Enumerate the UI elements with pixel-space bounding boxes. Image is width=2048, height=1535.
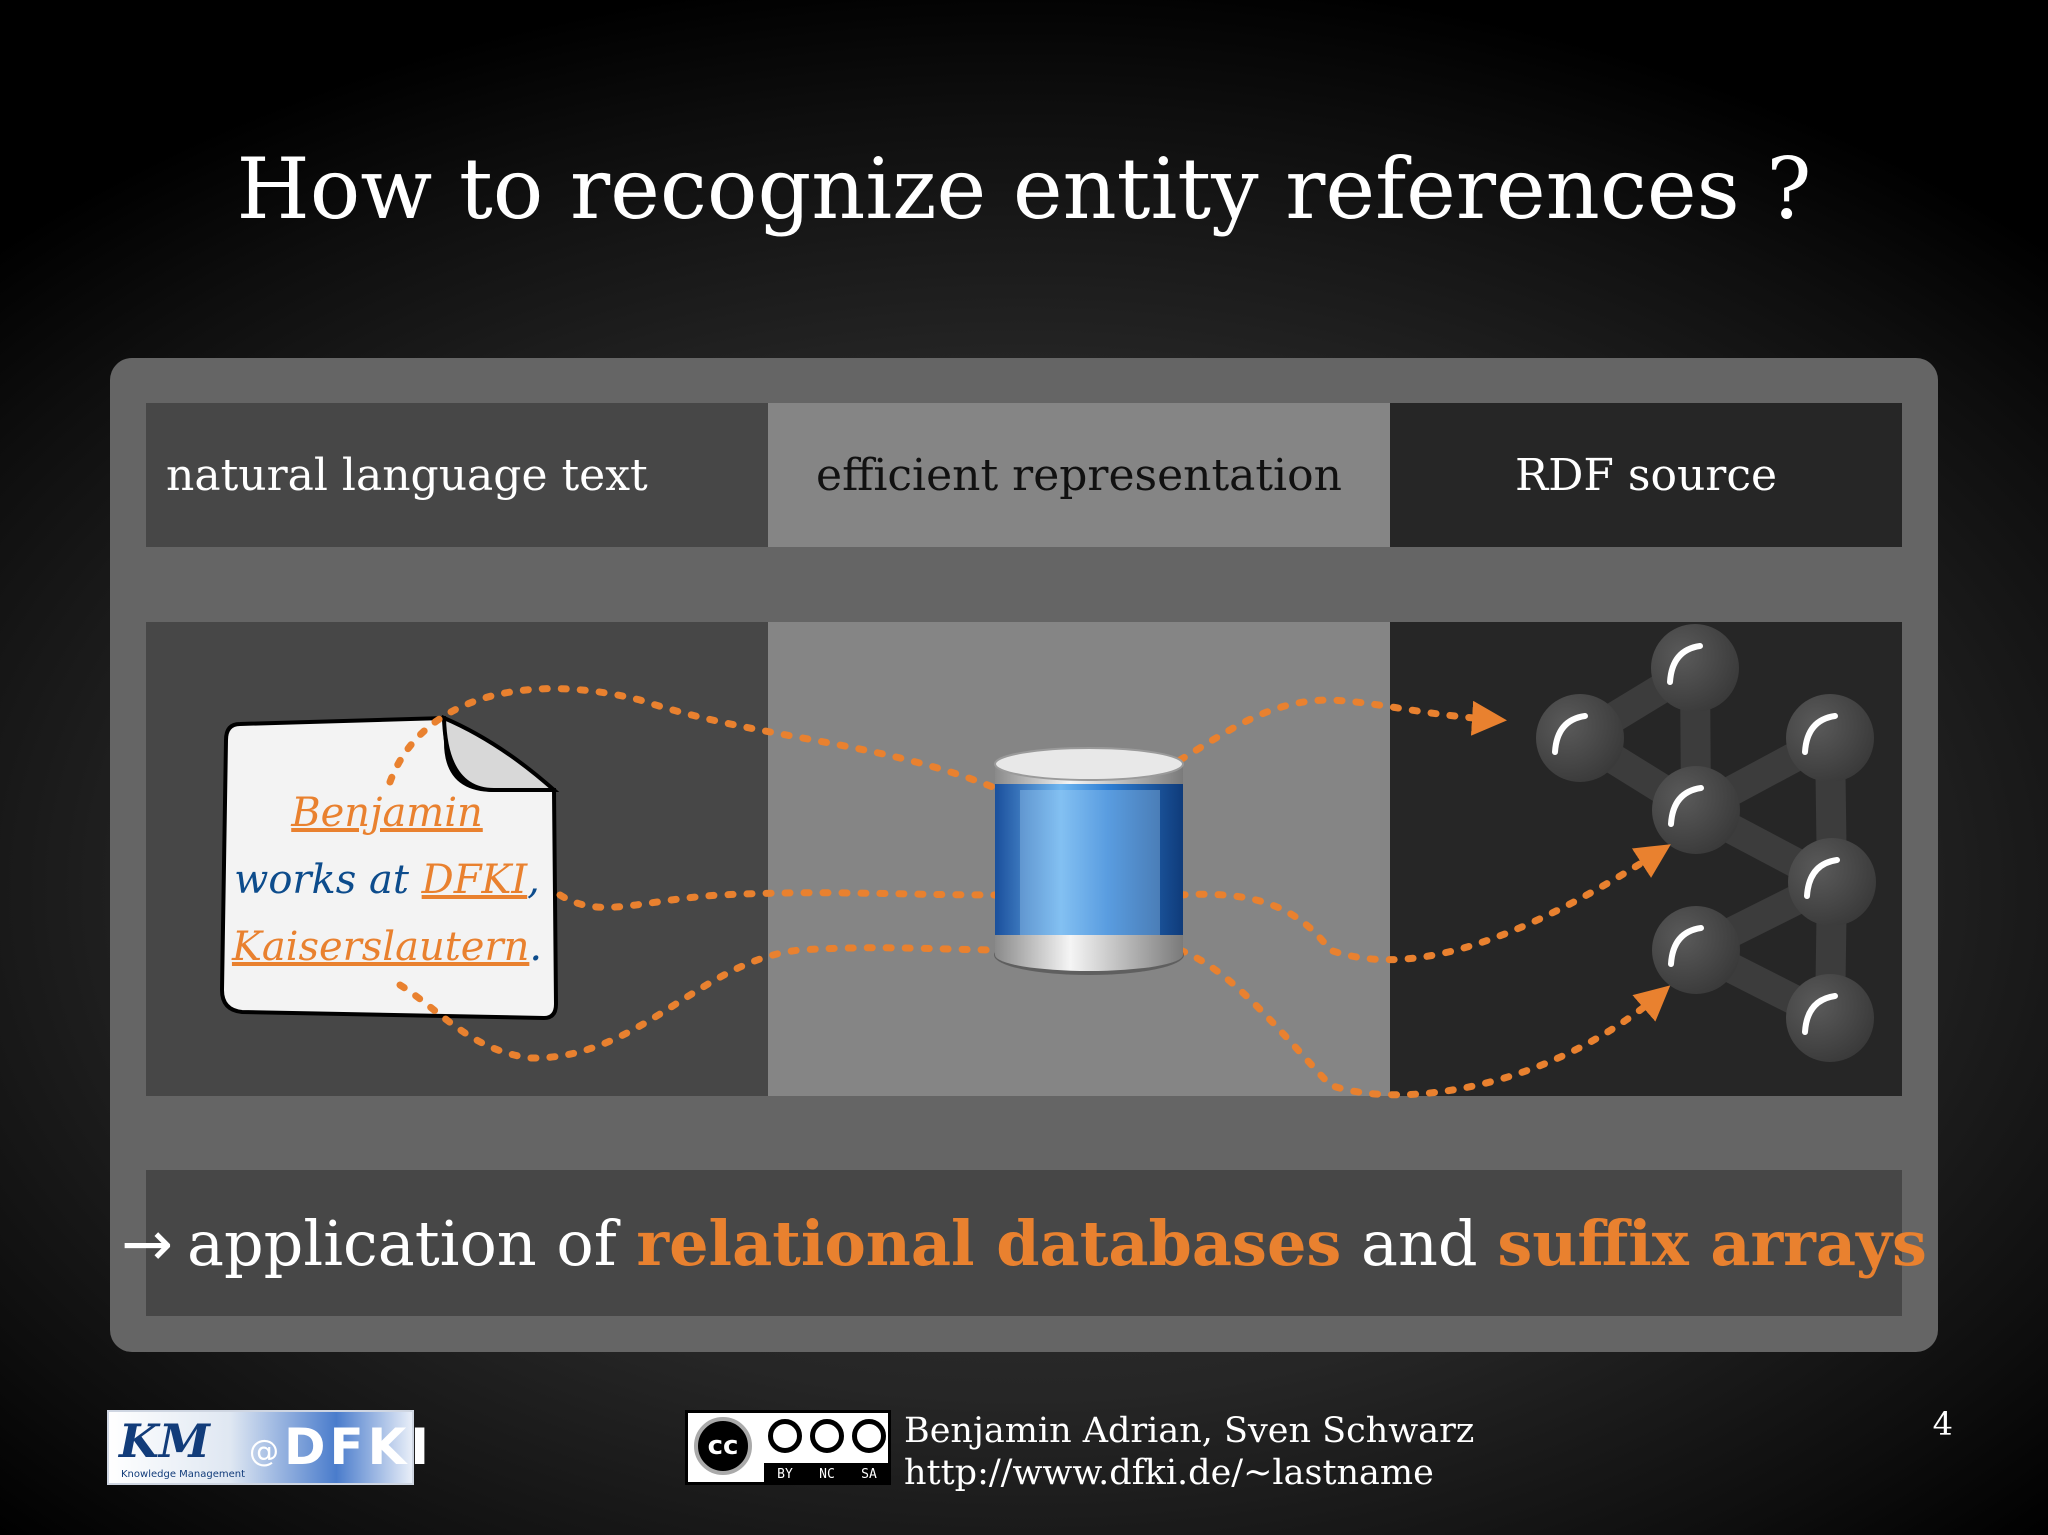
- document-text: Benjamin works at DFKI, Kaiserslautern.: [222, 780, 552, 981]
- cc-license-badge[interactable]: cc BY NC SA: [685, 1410, 891, 1485]
- noncommercial-icon: [810, 1419, 844, 1453]
- highlight-relational-databases: relational databases: [636, 1206, 1342, 1280]
- doc-period: .: [529, 924, 543, 970]
- doc-text-works-at: works at: [234, 857, 409, 903]
- column-header-representation: efficient representation: [768, 403, 1390, 547]
- logo-at: @: [249, 1434, 279, 1469]
- license-labels: BY NC SA: [764, 1463, 890, 1485]
- license-label-nc: NC: [819, 1466, 835, 1482]
- license-label-sa: SA: [861, 1466, 877, 1482]
- highlight-suffix-arrays: suffix arrays: [1497, 1206, 1927, 1280]
- document-icon: [219, 714, 560, 1021]
- logo-dfki: DFKI: [284, 1418, 434, 1476]
- authors: Benjamin Adrian, Sven Schwarz: [904, 1411, 1475, 1451]
- license-label-by: BY: [777, 1466, 793, 1482]
- conclusion-text-2: and: [1361, 1206, 1478, 1280]
- doc-comma: ,: [527, 857, 540, 903]
- credits: Benjamin Adrian, Sven Schwarz http://www…: [904, 1410, 1474, 1494]
- conclusion-bar: → application of relational databases an…: [121, 1170, 1927, 1316]
- sharealike-icon: [852, 1419, 886, 1453]
- logo-subtitle: Knowledge Management: [121, 1469, 246, 1480]
- database-icon: [994, 747, 1184, 975]
- attribution-icon: [768, 1419, 802, 1453]
- entity-kaiserslautern[interactable]: Kaiserslautern: [231, 924, 530, 970]
- column-header-rdf: RDF source: [1390, 403, 1902, 547]
- cc-icon: cc: [694, 1417, 752, 1475]
- km-dfki-logo: KM @ DFKI Knowledge Management: [107, 1410, 429, 1485]
- right-arrow-icon: →: [121, 1206, 174, 1280]
- doc-line-2: works at DFKI,: [222, 847, 552, 914]
- logo-km: KM: [119, 1414, 210, 1468]
- conclusion-text-1: application of: [187, 1206, 617, 1280]
- doc-line-1: Benjamin: [222, 780, 552, 847]
- entity-benjamin[interactable]: Benjamin: [291, 790, 483, 836]
- column-header-text: natural language text: [146, 403, 768, 547]
- author-url[interactable]: http://www.dfki.de/~lastname: [904, 1453, 1434, 1493]
- slide-title: How to recognize entity references ?: [236, 140, 1812, 238]
- doc-line-3: Kaiserslautern.: [222, 914, 552, 981]
- page-number: 4: [1932, 1405, 1953, 1443]
- entity-dfki[interactable]: DFKI: [421, 857, 528, 903]
